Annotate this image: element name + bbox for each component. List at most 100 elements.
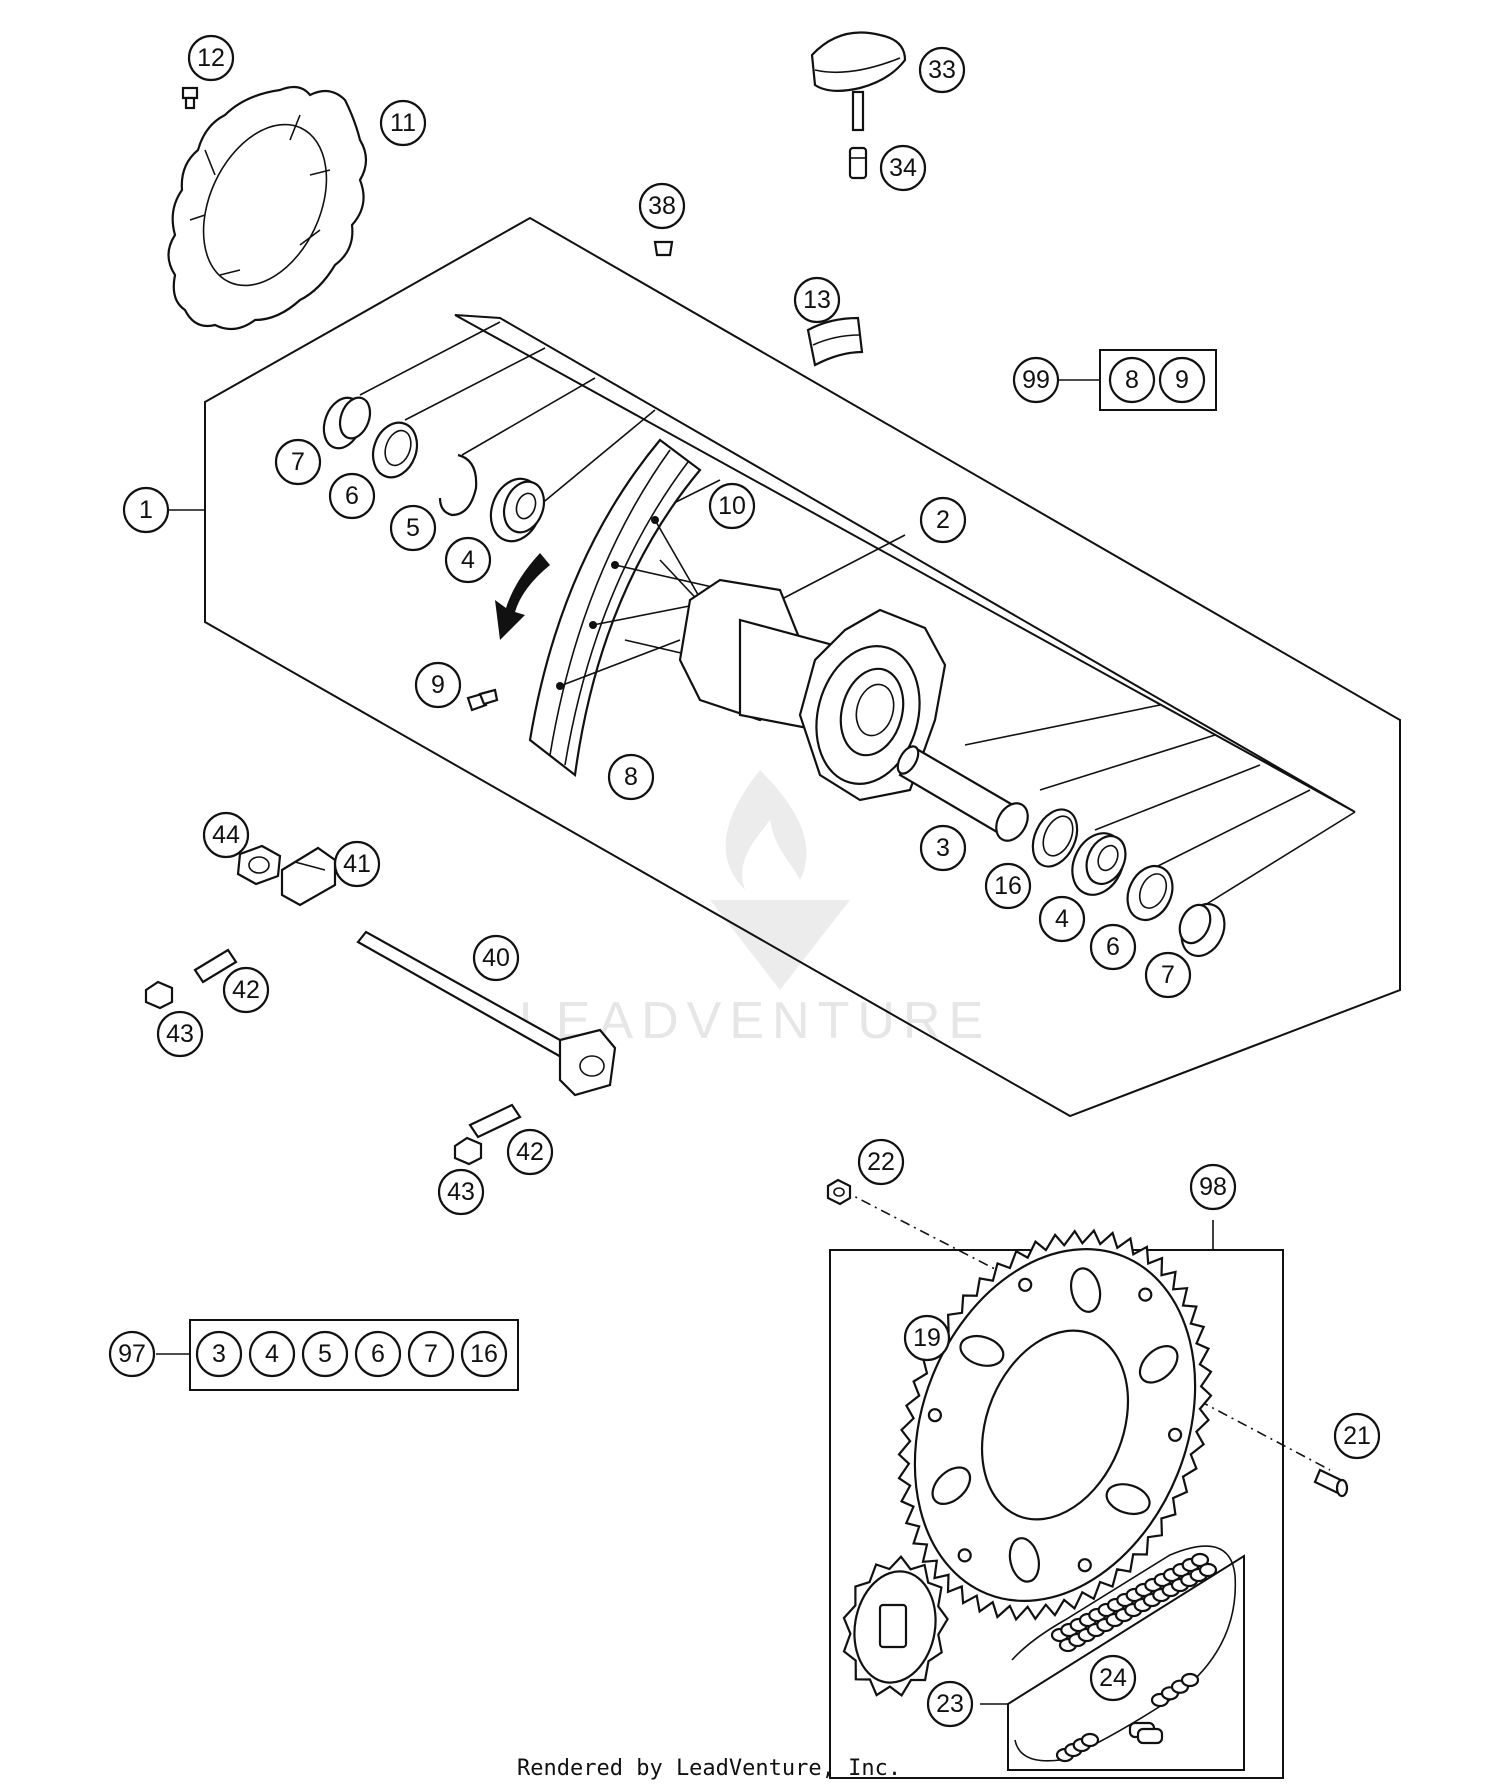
sprocket-bolt-hole: [1138, 1287, 1153, 1302]
svg-text:43: 43: [166, 1020, 194, 1048]
sprocket-lightening-hole: [1138, 1345, 1179, 1384]
callout-40: 40: [472, 934, 520, 982]
callout-42-upper: 42: [222, 966, 270, 1014]
seal-ring-right: [1178, 903, 1226, 957]
rim-plug: [653, 240, 674, 257]
callout-22: 22: [857, 1138, 905, 1186]
disc-bolt: [181, 86, 199, 110]
svg-text:6: 6: [1106, 933, 1120, 961]
adjuster-bolt-42-upper: [193, 948, 238, 984]
svg-text:38: 38: [648, 192, 676, 220]
svg-text:42: 42: [232, 976, 260, 1004]
sprocket-bolt-hole: [1018, 1277, 1033, 1292]
callout-12: 12: [187, 34, 235, 82]
callout-97-item-5: 5: [301, 1330, 349, 1378]
callout-99: 99: [1012, 356, 1060, 404]
svg-text:33: 33: [928, 56, 956, 84]
chain-adjuster-41: [280, 846, 337, 907]
front-sprocket: [842, 1555, 949, 1698]
callout-42-lower: 42: [506, 1128, 554, 1176]
svg-text:13: 13: [803, 286, 831, 314]
svg-text:3: 3: [212, 1340, 226, 1368]
svg-text:40: 40: [482, 944, 510, 972]
chain-link: [1180, 1672, 1200, 1688]
svg-text:3: 3: [936, 834, 950, 862]
sprocket-nut: [826, 1178, 852, 1206]
bearing-right: [1071, 832, 1127, 896]
callout-44: 44: [202, 811, 250, 859]
svg-text:11: 11: [390, 109, 416, 137]
distance-ring: [1031, 808, 1079, 868]
rotation-arrow-icon: [495, 553, 550, 640]
sprocket-lightening-hole: [931, 1466, 972, 1505]
callout-8: 8: [607, 753, 655, 801]
callout-2: 2: [919, 496, 967, 544]
svg-text:23: 23: [936, 1690, 964, 1718]
svg-text:7: 7: [291, 448, 305, 476]
svg-text:7: 7: [424, 1340, 438, 1368]
svg-text:4: 4: [461, 546, 475, 574]
chain-link: [1198, 1562, 1218, 1578]
watermark: LEADVENTURE: [519, 770, 983, 1050]
axle-nut-44: [236, 844, 282, 886]
svg-text:19: 19: [913, 1324, 941, 1352]
spoke-nipple: [466, 688, 499, 712]
svg-text:12: 12: [197, 44, 225, 72]
wheel-axle-40: [356, 930, 617, 1097]
valve-nut: [848, 146, 868, 180]
brake-disc: [167, 85, 368, 331]
svg-text:9: 9: [431, 671, 445, 699]
callout-97-item-6: 6: [354, 1330, 402, 1378]
callout-97: 97: [108, 1330, 156, 1378]
svg-text:7: 7: [1161, 961, 1175, 989]
svg-text:44: 44: [212, 821, 240, 849]
svg-text:43: 43: [447, 1178, 475, 1206]
callout-16: 16: [984, 862, 1032, 910]
callout-97-item-7: 7: [407, 1330, 455, 1378]
sprocket-bolt-hole: [1167, 1427, 1183, 1442]
callout-6-left: 6: [328, 472, 376, 520]
svg-text:98: 98: [1199, 1173, 1227, 1201]
svg-text:24: 24: [1099, 1664, 1127, 1692]
callout-9: 9: [414, 661, 462, 709]
svg-text:99: 99: [1022, 366, 1050, 394]
svg-text:5: 5: [318, 1340, 332, 1368]
svg-text:16: 16: [470, 1340, 498, 1368]
svg-text:1: 1: [139, 496, 153, 524]
shaft-seal-left: [371, 421, 419, 479]
svg-text:6: 6: [345, 482, 359, 510]
callout-99-item-8: 8: [1108, 356, 1156, 404]
svg-text:41: 41: [343, 850, 371, 878]
rim-tape: [806, 316, 864, 367]
svg-text:97: 97: [118, 1340, 146, 1368]
callouts: 12 11 33 34 38 13 99 8 9 7 6 1 5 4 10 2 …: [108, 34, 1381, 1728]
svg-text:21: 21: [1343, 1422, 1371, 1450]
svg-text:34: 34: [889, 154, 917, 182]
callout-19: 19: [903, 1314, 951, 1362]
circlip: [438, 453, 478, 517]
callout-43-lower: 43: [437, 1168, 485, 1216]
svg-text:6: 6: [371, 1340, 385, 1368]
rear-sprocket: [897, 1228, 1213, 1622]
svg-text:5: 5: [406, 514, 420, 542]
svg-text:16: 16: [994, 872, 1022, 900]
callout-24: 24: [1089, 1654, 1137, 1702]
bolt-axis-lines: [841, 1189, 1331, 1471]
callout-6-right: 6: [1089, 923, 1137, 971]
callout-3: 3: [919, 824, 967, 872]
sprocket-lightening-hole: [1105, 1483, 1151, 1516]
master-link: [1128, 1721, 1164, 1745]
wheel-assembly-frame: [168, 216, 1401, 1118]
shaft-seal-right: [1126, 865, 1174, 921]
callout-43-upper: 43: [156, 1010, 204, 1058]
callout-34: 34: [879, 144, 927, 192]
spacer-sleeve: [896, 745, 1029, 842]
callout-11: 11: [379, 99, 427, 147]
callout-13: 13: [793, 276, 841, 324]
svg-text:4: 4: [265, 1340, 279, 1368]
callout-4-left: 4: [444, 536, 492, 584]
callout-99-item-9: 9: [1158, 356, 1206, 404]
seal-ring-left: [322, 396, 372, 450]
adjuster-bolt-42-lower: [468, 1103, 522, 1139]
